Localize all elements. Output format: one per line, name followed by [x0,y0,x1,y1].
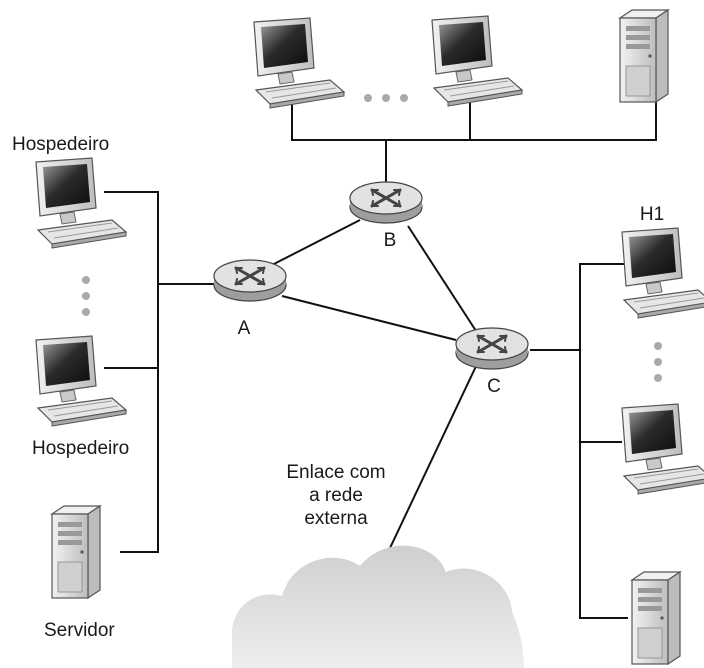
link-a-c [281,295,457,341]
computer-icon [253,17,345,109]
computer-icon [35,335,127,427]
computer-icon [35,157,127,249]
left-lan-bus [104,191,159,553]
cloud-icon [232,545,524,668]
host-label-top: Hospedeiro [12,134,109,155]
server-icon [51,505,101,599]
links [104,98,657,619]
top-lan-bus [291,98,657,141]
router-c-label: C [487,376,501,397]
router-b [348,180,424,225]
link-c-external [389,361,479,549]
h1-label: H1 [640,204,664,225]
computer-icon [621,227,704,319]
router-a-label: A [238,318,251,339]
host-label-bottom: Hospedeiro [32,438,129,459]
link-a-b [269,219,361,267]
router-b-label: B [384,230,397,251]
computer-icon [621,403,704,495]
router-c [454,326,530,371]
ellipsis-icon [364,94,408,102]
external-link-label-line3: externa [304,508,368,529]
router-a [212,258,288,303]
link-b-c [407,225,479,335]
server-icon [631,571,681,665]
server-label: Servidor [44,620,115,641]
external-link-label-line2: a rede [309,485,363,506]
server-icon [619,9,669,103]
ellipsis-icon [82,276,90,316]
external-link-label-line1: Enlace com [286,462,385,483]
ellipsis-icon [654,342,662,382]
computer-icon [431,15,523,107]
